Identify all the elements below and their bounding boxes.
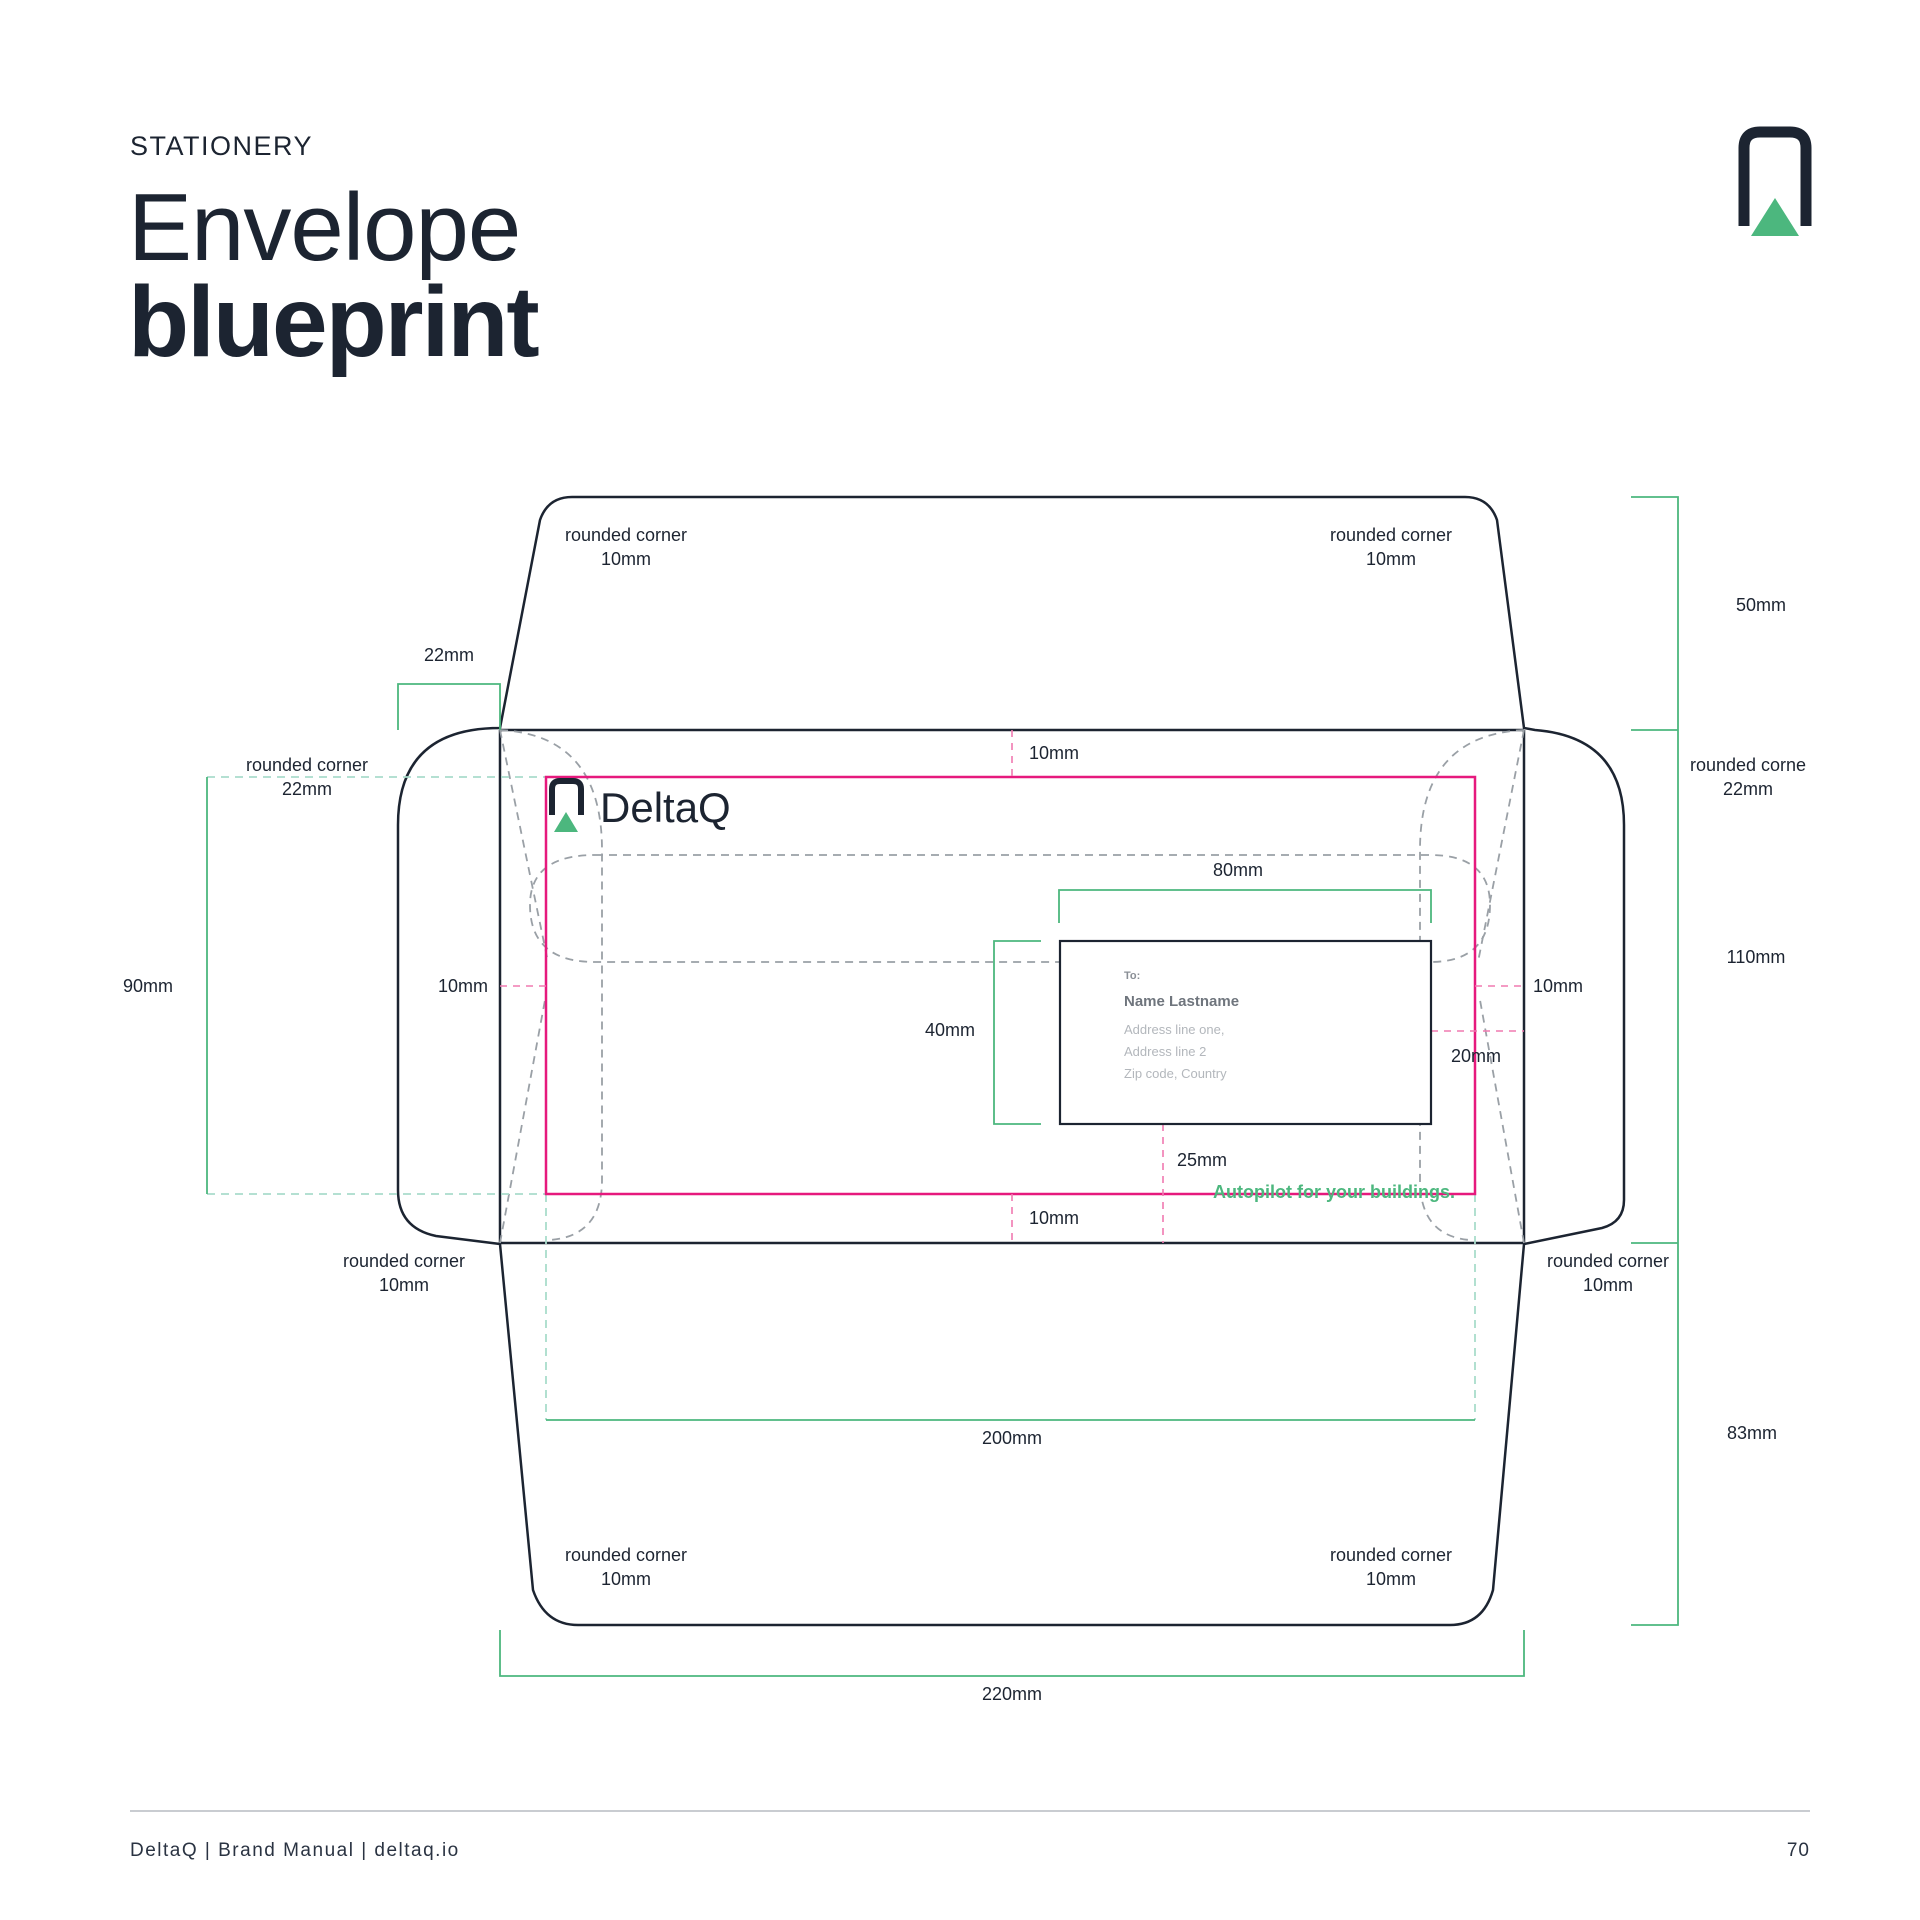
dimension-lines: [206, 496, 1679, 1677]
address-window: [1058, 939, 1433, 1126]
label-bottom-left-outer-corner: rounded corner: [343, 1251, 465, 1271]
label-bottom-right-outer-corner: rounded corner: [1547, 1251, 1669, 1271]
page-number: 70: [1786, 1840, 1810, 1861]
label-bottom-flap-right-corner-size: 10mm: [1366, 1569, 1416, 1589]
label-body-height: 110mm: [1727, 947, 1786, 967]
envelope-logo: DeltaQ: [549, 778, 731, 832]
label-side-flap-width: 22mm: [424, 645, 474, 665]
label-window-width: 80mm: [1213, 860, 1263, 880]
label-left-margin: 10mm: [438, 976, 488, 996]
label-bottom-flap-left-corner-size: 10mm: [601, 1569, 651, 1589]
page-title-line-2: blueprint: [128, 266, 540, 378]
label-top-flap-left-corner: rounded corner: [565, 525, 687, 545]
label-side-flap-left-corner: rounded corner: [246, 755, 368, 775]
address-line-3: Zip code, Country: [1124, 1066, 1227, 1081]
label-side-flap-right-corner-size: 22mm: [1723, 779, 1773, 799]
label-total-width: 220mm: [982, 1684, 1042, 1704]
label-window-height: 40mm: [925, 1020, 975, 1040]
label-print-height: 90mm: [123, 976, 173, 996]
label-bottom-left-outer-corner-size: 10mm: [379, 1275, 429, 1295]
label-top-flap-right-corner: rounded corner: [1330, 525, 1452, 545]
address-line-1: Address line one,: [1124, 1022, 1224, 1037]
deltaq-mark-icon: [1738, 126, 1812, 236]
label-bottom-flap-right-corner: rounded corner: [1330, 1545, 1452, 1565]
section-label: STATIONERY: [130, 131, 314, 161]
label-side-flap-right-corner: rounded corne: [1690, 755, 1806, 775]
flap-guides: [499, 729, 1525, 1244]
label-top-flap-left-corner-size: 10mm: [601, 549, 651, 569]
page-title-line-1: Envelope: [128, 174, 521, 281]
label-bottom-right-outer-corner-size: 10mm: [1583, 1275, 1633, 1295]
label-top-flap-height: 50mm: [1736, 595, 1786, 615]
envelope-tagline: Autopilot for your buildings.: [1213, 1182, 1455, 1202]
envelope-wordmark: DeltaQ: [600, 784, 731, 831]
annotation-labels: rounded corner 10mm rounded corner 10mm …: [123, 525, 1806, 1704]
label-top-flap-right-corner-size: 10mm: [1366, 549, 1416, 569]
print-area-guides: [207, 776, 1476, 1420]
label-bottom-margin: 10mm: [1029, 1208, 1079, 1228]
label-bottom-flap-height: 83mm: [1727, 1423, 1777, 1443]
label-window-right-offset: 20mm: [1451, 1046, 1501, 1066]
address-to-label: To:: [1124, 970, 1140, 982]
address-name: Name Lastname: [1124, 993, 1239, 1010]
label-side-flap-left-corner-size: 22mm: [282, 779, 332, 799]
label-window-bottom-offset: 25mm: [1177, 1150, 1227, 1170]
label-right-margin: 10mm: [1533, 976, 1583, 996]
envelope-outline: [396, 495, 1626, 1627]
footer-divider: [130, 1810, 1810, 1812]
label-bottom-flap-left-corner: rounded corner: [565, 1545, 687, 1565]
margin-guides: [500, 730, 1524, 1243]
label-print-width: 200mm: [982, 1428, 1042, 1448]
footer-text: DeltaQ | Brand Manual | deltaq.io: [130, 1840, 460, 1861]
label-top-margin: 10mm: [1029, 743, 1079, 763]
address-line-2: Address line 2: [1124, 1044, 1206, 1059]
